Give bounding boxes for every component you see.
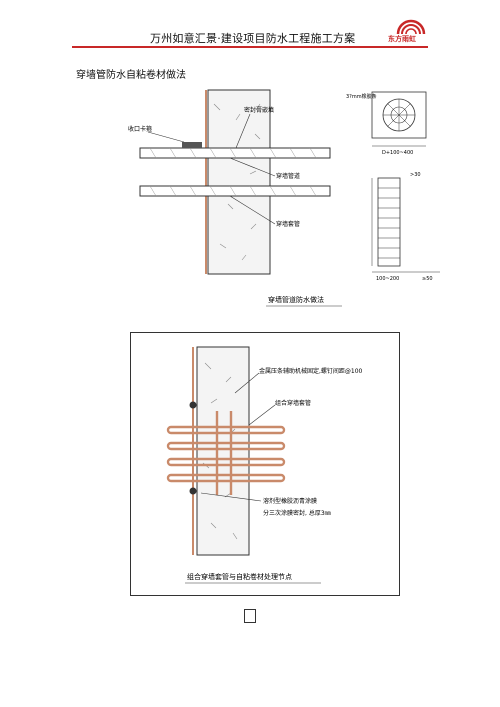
section-title: 穿墙管防水自粘卷材做法 — [76, 70, 186, 81]
figure2-caption: 组合穿墙套管与自粘卷材处理节点 — [187, 572, 292, 581]
label-detail-top-a: 3?mm橡胶条 — [346, 93, 377, 100]
label-detail-side-c: ≥50 — [422, 276, 433, 282]
figure1-caption: 穿墙管道防水做法 — [268, 295, 324, 304]
pipe-group — [166, 411, 286, 495]
label-coating-note: 分三次涂膜密封, 总厚3㎜ — [263, 509, 331, 517]
concrete-wall — [207, 89, 271, 275]
clamp-shape — [182, 142, 202, 148]
wall-pipe-lower — [139, 185, 331, 197]
company-logo — [396, 19, 426, 35]
document-title: 万州如意汇景·建设项目防水工程施工方案 — [150, 32, 356, 45]
concrete-wall — [196, 346, 250, 556]
logo-text: 东方雨虹 — [388, 35, 416, 43]
label-wall-pipe: 穿墙管道 — [276, 172, 300, 180]
label-pipe-group: 组合穿墙套管 — [275, 399, 311, 407]
label-detail-side-a: >30 — [410, 172, 421, 178]
page-number-box — [244, 609, 256, 623]
label-clamp: 收口卡箍 — [128, 125, 152, 133]
label-coating: 溶剂型橡胶沥青涂膜 — [263, 497, 317, 505]
figure-combined-sleeve-detail: 金属压条辅助机械固定,螺钉间距@100 组合穿墙套管 溶剂型橡胶沥青涂膜 分三次… — [130, 332, 400, 596]
wall-pipe-upper — [139, 147, 331, 159]
label-sealant: 密封膏嵌填 — [244, 106, 274, 114]
label-sleeve: 穿墙套管 — [276, 220, 300, 228]
label-metal-strip: 金属压条辅助机械固定,螺钉间距@100 — [259, 367, 363, 375]
header-divider — [72, 46, 428, 48]
figure2-drawing: 金属压条辅助机械固定,螺钉间距@100 组合穿墙套管 溶剂型橡胶沥青涂膜 分三次… — [166, 346, 363, 584]
page-header: 万州如意汇景·建设项目防水工程施工方案 东方雨虹 — [0, 0, 500, 50]
figure-wall-pipe-detail: 收口卡箍 密封膏嵌填 穿墙管道 穿墙套管 3?mm橡胶条 D+100~400 >… — [128, 89, 440, 307]
detail-ladder — [377, 177, 401, 267]
label-detail-top-b: D+100~400 — [382, 150, 413, 156]
detail-top-square — [371, 91, 427, 139]
label-detail-side-b: 100~200 — [376, 276, 399, 282]
